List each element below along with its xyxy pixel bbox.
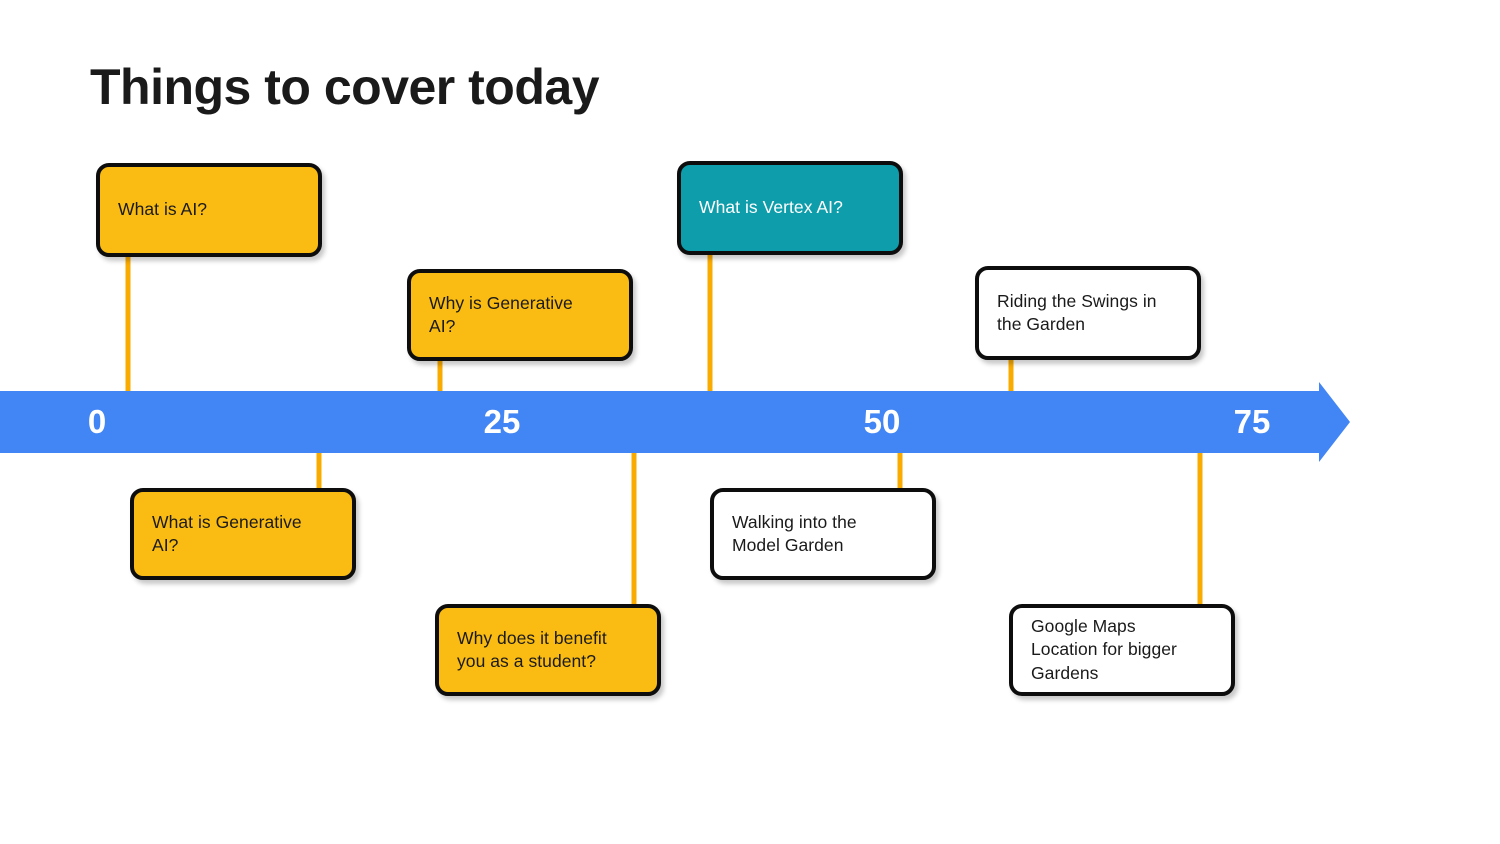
callout-connector-stem [707, 255, 713, 391]
callout-label: Walking into the Model Garden [732, 511, 857, 555]
callout-connector-stem [1197, 453, 1203, 604]
callout-connector-stem [897, 453, 903, 488]
timeline-tick-label: 75 [1233, 403, 1271, 440]
callout-card-what-is-generative-ai[interactable]: What is Generative AI? [130, 488, 356, 580]
timeline-bar [0, 391, 1320, 453]
callout-label: Google Maps Location for bigger Gardens [1031, 616, 1177, 683]
callout-card-walking-into-model-garden[interactable]: Walking into the Model Garden [710, 488, 936, 580]
callout-card-google-maps-location[interactable]: Google Maps Location for bigger Gardens [1009, 604, 1235, 696]
callout-card-what-is-ai[interactable]: What is AI? [96, 163, 322, 257]
timeline-tick-label: 50 [863, 403, 901, 440]
callout-label: What is AI? [118, 199, 208, 220]
timeline-arrowhead-icon [1319, 382, 1350, 462]
timeline-tick-label: 25 [483, 403, 521, 440]
callout-card-why-does-it-benefit[interactable]: Why does it benefit you as a student? [435, 604, 661, 696]
callout-connector-stem [1008, 360, 1014, 391]
callout-label: What is Generative AI? [152, 511, 302, 555]
callout-connector-stem [125, 257, 131, 391]
callout-connector-stem [437, 361, 443, 391]
callout-connector-stem [631, 453, 637, 604]
timeline-tick-label: 0 [87, 403, 107, 440]
callout-label: Why is Generative AI? [429, 292, 573, 336]
callout-card-riding-the-swings[interactable]: Riding the Swings in the Garden [975, 266, 1201, 360]
callout-card-what-is-vertex-ai[interactable]: What is Vertex AI? [677, 161, 903, 255]
page-title: Things to cover today [90, 59, 600, 115]
callout-label: Why does it benefit you as a student? [457, 627, 607, 671]
callout-label: Riding the Swings in the Garden [997, 290, 1157, 334]
callout-connector-stem [316, 453, 322, 488]
callout-card-why-is-generative-ai[interactable]: Why is Generative AI? [407, 269, 633, 361]
callout-label: What is Vertex AI? [699, 197, 843, 218]
timeline-axis: 0 25 50 75 [0, 382, 1350, 462]
